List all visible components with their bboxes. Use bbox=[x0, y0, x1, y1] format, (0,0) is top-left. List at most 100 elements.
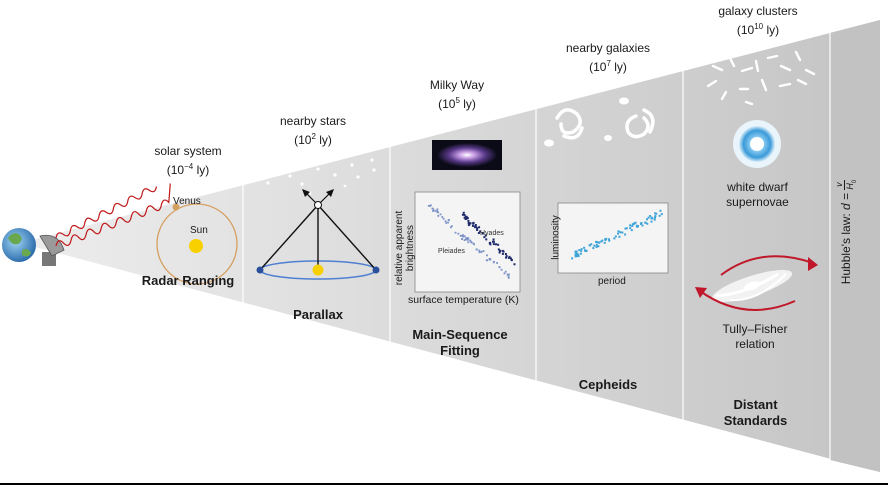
cepheid-point bbox=[605, 237, 608, 240]
cepheid-point bbox=[621, 231, 624, 234]
stage-name: nearby stars bbox=[279, 114, 347, 128]
hr-point-pleiades bbox=[448, 219, 450, 222]
cepheid-point bbox=[644, 221, 647, 224]
cepheid-point bbox=[617, 232, 620, 235]
hr-point-pleiades bbox=[463, 235, 466, 238]
hr-point-pleiades bbox=[457, 232, 460, 235]
hr-point-hyades bbox=[476, 228, 479, 231]
hr-point-hyades bbox=[497, 243, 500, 246]
hyades-label: Hyades bbox=[480, 230, 504, 237]
cepheid-point bbox=[654, 216, 657, 219]
hr-point-pleiades bbox=[473, 243, 475, 246]
hr-point-hyades bbox=[485, 238, 488, 241]
hr-point-hyades bbox=[510, 259, 513, 262]
earth-continent bbox=[8, 233, 31, 257]
hr-point-pleiades bbox=[437, 214, 440, 217]
hr-point-pleiades bbox=[429, 205, 431, 207]
cepheid-point bbox=[613, 237, 616, 240]
hr-point-hyades bbox=[507, 256, 510, 259]
cepheid-point bbox=[659, 209, 662, 212]
parallax-sun-icon bbox=[312, 264, 324, 276]
hr-point-hyades bbox=[469, 222, 472, 225]
cepheid-point bbox=[579, 252, 582, 255]
radar-wave-return bbox=[55, 186, 158, 239]
cepheid-point bbox=[624, 227, 627, 230]
cepheid-point bbox=[584, 250, 587, 253]
cepheid-point bbox=[574, 255, 577, 258]
cepheid-point bbox=[654, 215, 657, 218]
hr-point-pleiades bbox=[482, 250, 485, 252]
hr-point-hyades bbox=[467, 224, 470, 227]
hr-point-pleiades bbox=[432, 208, 435, 211]
hr-point-hyades bbox=[497, 248, 500, 251]
hr-point-pleiades bbox=[470, 241, 473, 244]
hr-point-pleiades bbox=[469, 240, 472, 243]
method-parallax: Parallax bbox=[293, 307, 343, 322]
hr-point-pleiades bbox=[508, 273, 510, 276]
cepheid-point bbox=[647, 216, 650, 219]
hr-point-pleiades bbox=[467, 237, 470, 240]
hr-point-pleiades bbox=[450, 225, 453, 228]
hr-point-hyades bbox=[461, 213, 464, 216]
cepheid-point bbox=[617, 230, 620, 233]
hr-point-pleiades bbox=[442, 217, 445, 220]
cepheid-point bbox=[641, 224, 644, 227]
hr-point-pleiades bbox=[503, 272, 506, 275]
hr-point-hyades bbox=[472, 224, 475, 227]
hr-point-hyades bbox=[483, 236, 486, 239]
hr-point-hyades bbox=[481, 232, 484, 235]
cepheid-point bbox=[625, 227, 628, 230]
cepheid-point bbox=[646, 222, 649, 225]
stage-distance: (10−4 ly) bbox=[166, 162, 210, 177]
sun-label: Sun bbox=[190, 225, 208, 236]
cepheid-point bbox=[636, 225, 639, 228]
hr-point-pleiades bbox=[466, 237, 469, 240]
supernova-icon bbox=[733, 120, 781, 168]
rotation-arrow-bottom bbox=[699, 290, 796, 311]
cepheid-point bbox=[598, 241, 601, 244]
hr-point-hyades bbox=[474, 224, 477, 227]
hr-point-hyades bbox=[488, 242, 491, 245]
hr-point-pleiades bbox=[475, 248, 478, 251]
cepheid-point bbox=[618, 235, 621, 238]
hr-point-hyades bbox=[492, 243, 495, 246]
cepheid-point bbox=[634, 221, 637, 224]
hr-point-hyades bbox=[477, 231, 480, 234]
cepheid-point bbox=[635, 224, 638, 227]
hr-plot-points bbox=[427, 204, 516, 279]
hr-point-pleiades bbox=[439, 213, 442, 216]
hr-point-hyades bbox=[495, 243, 498, 246]
cepheid-point bbox=[583, 246, 586, 249]
hr-point-hyades bbox=[509, 257, 512, 260]
venus-icon bbox=[172, 203, 180, 211]
cepheid-point bbox=[614, 235, 617, 238]
hr-point-pleiades bbox=[431, 207, 434, 210]
hr-point-pleiades bbox=[459, 234, 462, 237]
method-cepheids: Cepheids bbox=[578, 377, 638, 392]
hr-point-pleiades bbox=[493, 260, 495, 263]
hr-point-pleiades bbox=[467, 238, 469, 241]
cepheid-point bbox=[619, 231, 622, 234]
cepheid-point bbox=[574, 253, 577, 256]
hr-point-hyades bbox=[465, 217, 468, 220]
hr-point-pleiades bbox=[500, 268, 503, 271]
cepheid-point bbox=[629, 224, 632, 227]
hr-point-pleiades bbox=[469, 239, 472, 242]
stage-solar-system-title: solar system (10−4 ly) bbox=[133, 144, 243, 178]
rotation-arrow-top bbox=[720, 255, 814, 276]
elliptical-galaxy-icon-3 bbox=[619, 97, 629, 105]
cepheid-point bbox=[575, 250, 578, 253]
earth-icon bbox=[2, 228, 36, 262]
venus-orbit bbox=[156, 203, 238, 285]
elliptical-galaxy-icon bbox=[544, 139, 554, 147]
cepheid-point bbox=[577, 255, 580, 258]
hr-point-hyades bbox=[475, 226, 478, 229]
cepheid-point bbox=[654, 212, 657, 215]
cepheid-point bbox=[595, 240, 598, 243]
cepheid-point bbox=[650, 220, 653, 223]
stage-name: Milky Way bbox=[429, 78, 485, 92]
cepheid-point bbox=[650, 216, 653, 219]
cepheid-point bbox=[593, 244, 596, 247]
